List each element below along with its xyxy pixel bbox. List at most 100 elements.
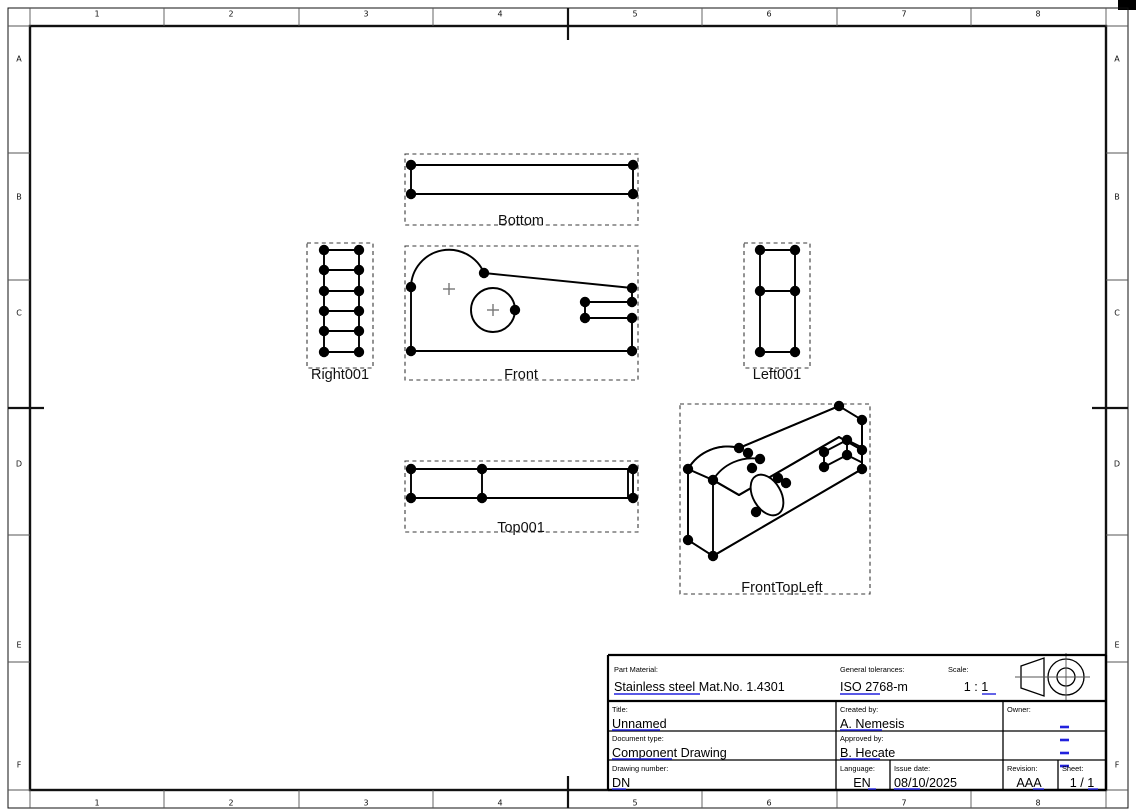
field-document-type[interactable]: Document type: Component Drawing [612,734,727,760]
sheet-key: Sheet: [1062,764,1083,773]
zone-label-left: F [17,761,22,770]
view-left001[interactable]: Left001 [743,242,811,383]
zone-label-bottom: 8 [1035,799,1040,808]
zone-label-top: 2 [228,10,233,19]
view-right001[interactable]: Right001 [306,242,374,383]
view-border-bottom [404,153,639,226]
document-type-value: Component Drawing [612,746,727,760]
zone-label-bottom: 4 [497,799,502,808]
view-label-left001: Left001 [753,367,801,383]
general-tolerances-key: General tolerances: [840,665,905,674]
zone-label-top: 6 [766,10,771,19]
center-cross-hole [487,304,499,316]
field-owner[interactable]: Owner: [1007,705,1069,768]
geometry-left001 [754,244,801,358]
title-value: Unnamed [612,717,667,731]
view-border-left001 [743,242,811,369]
field-approved-by[interactable]: Approved by: B. Hecate [840,734,895,760]
view-label-front: Front [504,367,538,383]
zone-label-bottom: 5 [632,799,637,808]
zone-labels-right: A B C D E F [1114,55,1120,770]
zone-label-left: D [16,460,22,469]
zone-labels-left: A B C D E F [16,55,22,770]
view-label-bottom: Bottom [498,213,544,229]
zone-label-right: E [1114,641,1119,650]
zone-label-right: F [1115,761,1120,770]
view-label-top001: Top001 [497,520,545,536]
field-drawing-number[interactable]: Drawing number: DN [612,764,668,790]
zone-label-top: 1 [94,10,99,19]
zone-label-right: C [1114,309,1120,318]
created-by-value: A. Nemesis [840,717,904,731]
document-type-key: Document type: [612,734,664,743]
geometry-bottom [405,159,639,200]
view-top001[interactable]: Top001 [404,460,639,536]
first-angle-projection-symbol [1015,653,1090,701]
field-language[interactable]: Language: EN [840,764,876,790]
approved-by-key: Approved by: [840,734,884,743]
zone-label-top: 7 [901,10,906,19]
drawing-number-key: Drawing number: [612,764,668,773]
field-created-by[interactable]: Created by: A. Nemesis [840,705,904,731]
geometry-top001 [405,463,639,504]
zone-separators-right [1106,25,1128,791]
zone-label-bottom: 1 [94,799,99,808]
field-general-tolerances[interactable]: General tolerances: ISO 2768-m [840,665,908,695]
field-title[interactable]: Title: Unnamed [612,705,667,731]
sheet-value: 1 / 1 [1070,776,1095,790]
view-border-right001 [306,242,374,369]
scale-key: Scale: [948,665,969,674]
view-fronttopleft[interactable]: FrontTopLeft [679,400,871,596]
zone-label-top: 5 [632,10,637,19]
zone-label-top: 3 [363,10,368,19]
field-issue-date[interactable]: Issue date: 08/10/2025 [894,764,957,790]
zone-separators-top [29,8,1107,26]
zone-label-right: D [1114,460,1120,469]
zone-label-right: B [1114,193,1120,202]
issue-date-value: 08/10/2025 [894,776,957,790]
corner-marker [1118,0,1136,10]
geometry-front [405,248,638,357]
zone-label-top: 4 [497,10,502,19]
title-block-grid [608,655,1108,792]
zone-label-right: A [1114,55,1120,64]
zone-label-top: 8 [1035,10,1040,19]
field-scale[interactable]: Scale: 1 : 1 [948,665,996,695]
part-material-value: Stainless steel Mat.No. 1.4301 [614,680,785,694]
view-border-front [404,245,639,381]
geometry-right001 [318,244,365,358]
center-cross-arc [443,283,455,295]
field-sheet-number[interactable]: Sheet: 1 / 1 [1062,764,1098,790]
title-key: Title: [612,705,628,714]
field-revision[interactable]: Revision: AAA [1007,764,1044,790]
view-front[interactable]: Front [404,245,639,383]
zone-labels-bottom: 1 2 3 4 5 6 7 8 [94,799,1040,808]
field-part-material[interactable]: Part Material: Stainless steel Mat.No. 1… [614,665,785,695]
zone-labels-top: 1 2 3 4 5 6 7 8 [94,10,1040,19]
zone-label-bottom: 7 [901,799,906,808]
geometry-fronttopleft [682,400,868,562]
zone-label-left: A [16,55,22,64]
part-material-key: Part Material: [614,665,658,674]
view-bottom[interactable]: Bottom [404,153,639,229]
created-by-key: Created by: [840,705,878,714]
general-tolerances-value: ISO 2768-m [840,680,908,694]
zone-label-left: C [16,309,22,318]
zone-label-left: E [16,641,21,650]
issue-date-key: Issue date: [894,764,930,773]
zone-label-bottom: 6 [766,799,771,808]
approved-by-value: B. Hecate [840,746,895,760]
view-border-top001 [404,460,639,533]
revision-key: Revision: [1007,764,1037,773]
zone-label-bottom: 2 [228,799,233,808]
view-label-fronttopleft: FrontTopLeft [741,580,822,596]
zone-label-bottom: 3 [363,799,368,808]
language-key: Language: [840,764,875,773]
zone-label-left: B [16,193,22,202]
view-label-right001: Right001 [311,367,369,383]
drawing-number-value: DN [612,776,630,790]
